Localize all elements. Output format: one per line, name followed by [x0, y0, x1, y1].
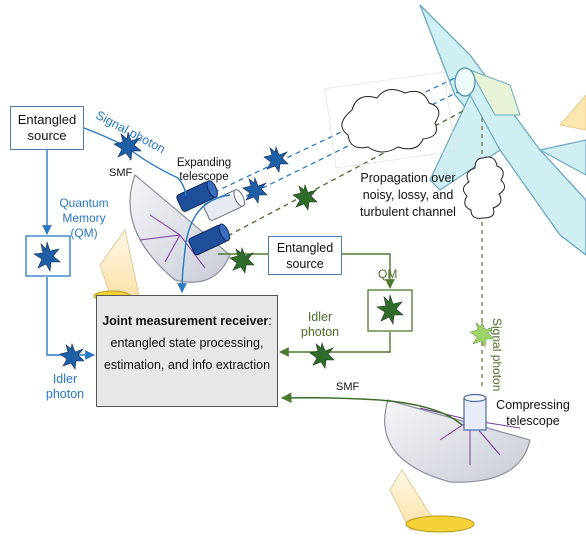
compressing-telescope-label: Compressing telescope — [496, 398, 570, 428]
idler-photon-right-label: Idler photon — [300, 310, 340, 339]
photon-idler-left-icon — [59, 342, 85, 370]
receiver-colon: : — [268, 314, 272, 328]
expanding-telescope-icon — [176, 180, 245, 256]
smf-right-label: SMF — [336, 381, 360, 393]
smf-left-label: SMF — [109, 167, 133, 179]
photon-idler-right-icon — [309, 341, 335, 369]
photon-green-source-icon — [229, 246, 255, 274]
quantum-memory-label: Quantum Memory (QM) — [59, 196, 109, 240]
photon-qm-left-icon — [33, 241, 61, 272]
photon-signal-right-icon — [469, 320, 495, 348]
entangled-source-right-label: Entangled source — [276, 240, 334, 271]
photon-beam3-icon — [292, 183, 318, 211]
photon-marks — [33, 131, 495, 370]
transmitter-dish-icon — [93, 173, 231, 302]
entangled-source-left-label: Entangled source — [17, 112, 77, 143]
compressing-telescope-icon — [463, 393, 487, 431]
photon-beam2-icon — [242, 176, 268, 204]
expanding-telescope-label: Expanding telescope — [176, 157, 232, 183]
receiver-title: Joint measurement receiver — [102, 314, 269, 328]
signal-photon-right-label: Signal photon — [490, 318, 504, 392]
receiver-dish-icon — [384, 399, 531, 533]
entangled-source-right-box: Entangled source — [268, 236, 342, 275]
photon-beam1-icon — [263, 145, 289, 173]
quantum-memory-right-box — [367, 289, 413, 332]
entangled-source-left-box: Entangled source — [10, 106, 84, 150]
quantum-memory-left-box — [25, 235, 71, 277]
idler-photon-left-label: Idler photon — [45, 372, 85, 401]
qm-right-label: QM — [378, 267, 398, 281]
propagation-label: Propagation over noisy, lossy, and turbu… — [360, 171, 456, 219]
photon-signal-icon — [113, 131, 142, 161]
turbulence-cloud-icon — [341, 88, 505, 219]
receiver-body: entangled state processing, estimation, … — [103, 336, 271, 372]
photon-qm-right-icon — [376, 294, 404, 325]
joint-measurement-receiver: Joint measurement receiver: entangled st… — [96, 295, 278, 407]
